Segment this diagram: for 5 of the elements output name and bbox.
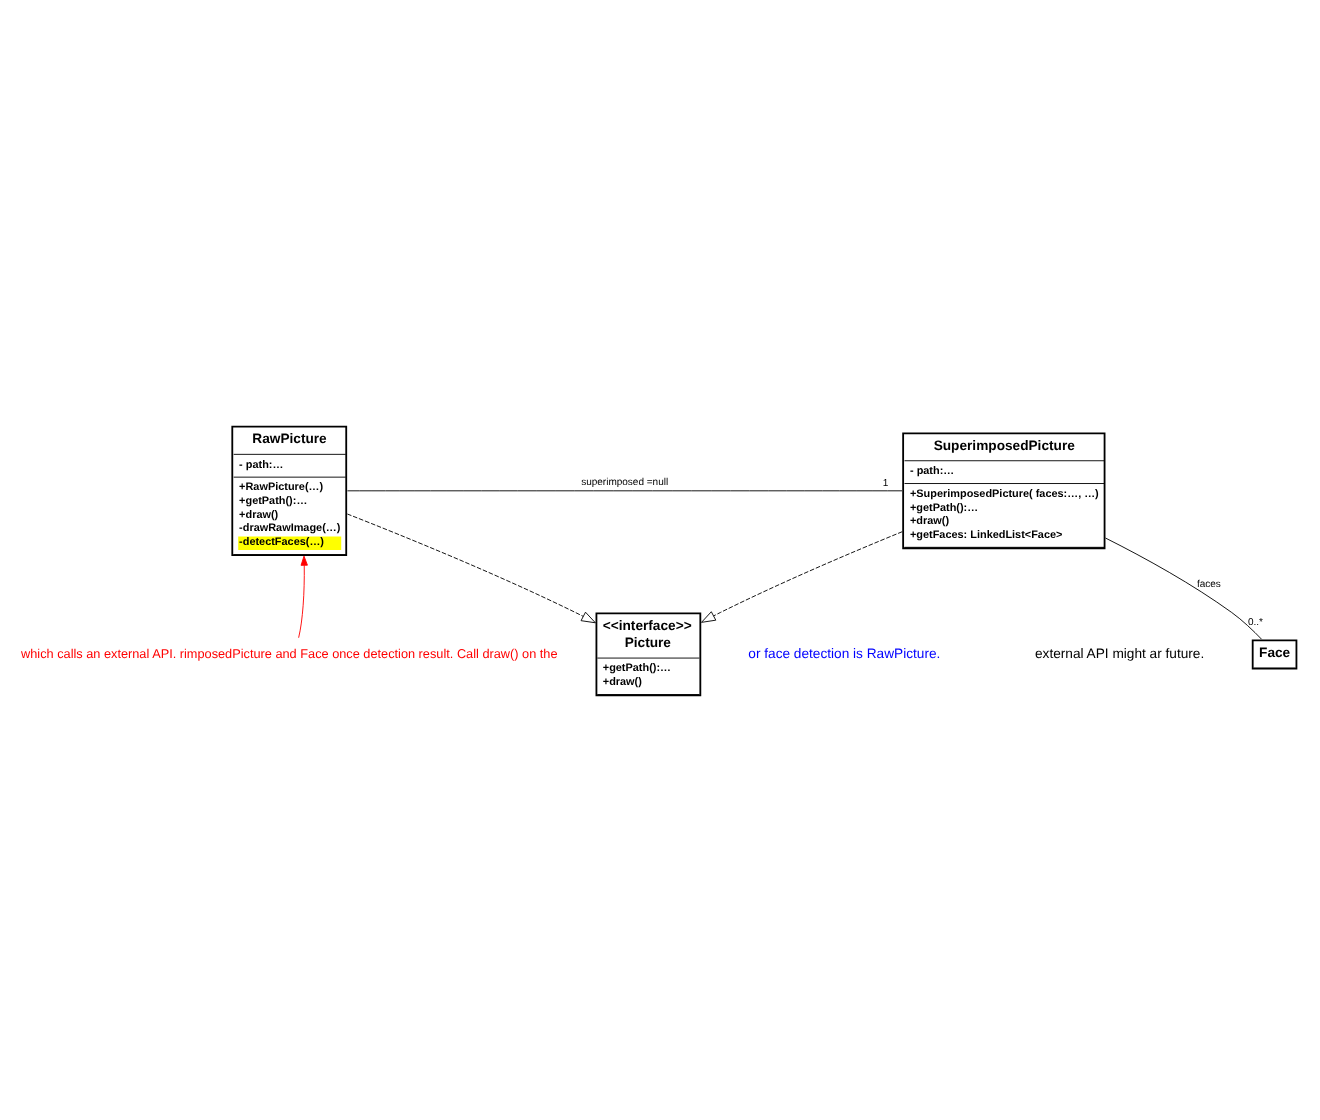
connector — [347, 489, 903, 491]
arrow — [701, 530, 903, 622]
arrow — [298, 554, 308, 638]
connector — [1105, 536, 1262, 639]
arrow — [346, 512, 596, 623]
